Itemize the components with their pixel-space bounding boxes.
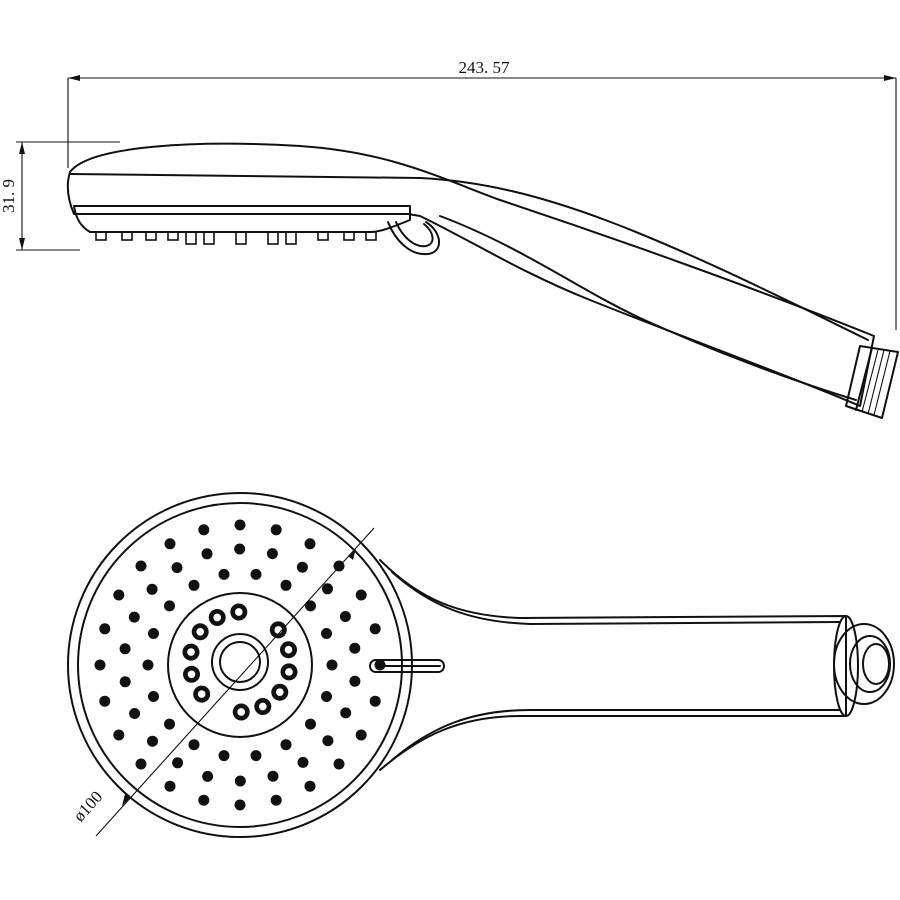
nozzle-dot [164,538,176,550]
nozzle-dot [280,579,292,591]
nozzle-dot [164,780,176,792]
face-center-ring [167,592,313,738]
nozzle-dot [250,750,262,762]
nozzle-dot [340,707,352,719]
nozzle-dot [148,628,159,639]
nozzle-dot [369,695,381,707]
nozzle-dot [119,676,131,688]
nozzle-dot [135,758,147,770]
nozzle-dot [296,561,308,573]
nozzle-dot [349,675,361,687]
side-body-underside [439,215,857,401]
side-nozzles [95,231,377,245]
nozzle-dot-center [196,627,205,636]
side-selector-lever [387,221,440,256]
nozzle-dot [355,589,367,601]
nozzle-dot [172,757,184,769]
nozzle-dot [355,729,367,741]
nozzle-dot [147,735,158,747]
nozzle-dot [94,659,106,671]
nozzle-dot [164,600,175,612]
face-thread-connector [833,615,895,717]
nozzle-dot-center [187,648,195,656]
nozzle-dot [99,623,111,635]
nozzle-dot [305,718,316,730]
nozzle-dot [129,708,141,719]
nozzle-dot [267,770,279,782]
nozzle-dot [266,548,278,560]
nozzle-dot [99,695,111,707]
side-view: 243. 57 31. 9 [0,58,899,419]
nozzle-dot-center [284,645,293,654]
height-dimension-label: 31. 9 [0,179,18,213]
nozzle-dot [142,659,154,671]
nozzle-dot [135,560,147,572]
nozzle-dot-center [274,626,283,634]
nozzle-dot [218,568,230,580]
face-nozzles [94,519,386,811]
nozzle-dot-center [187,670,196,679]
nozzle-dot [339,611,351,622]
length-dimension-label: 243. 57 [459,58,511,77]
nozzle-dot [280,739,292,751]
nozzle-dot [322,583,333,595]
side-body-seam [69,173,869,341]
side-body-outline [66,142,875,407]
nozzle-dot-center [258,702,267,711]
nozzle-dot [349,642,361,654]
nozzle-dot [369,623,381,635]
nozzle-dot-center [237,708,246,716]
nozzle-dot [218,750,230,762]
nozzle-dot-center [197,690,206,698]
nozzle-dot [305,600,316,612]
nozzle-dot [321,628,332,639]
nozzle-dot [113,589,125,601]
nozzle-dot [234,519,246,531]
nozzle-dot [234,799,246,811]
nozzle-dot [201,548,213,560]
diameter-dimension-label: ø100 [69,787,106,825]
nozzle-dot [188,579,200,591]
nozzle-dot [146,583,158,595]
face-inner-rim [77,502,403,828]
nozzle-dot [188,739,200,751]
nozzle-dot [198,524,210,536]
nozzle-dot [297,756,309,768]
nozzle-dot [270,524,282,536]
nozzle-dot [234,543,246,555]
nozzle-dot-center [213,613,222,622]
nozzle-dot [164,718,175,730]
nozzle-dot [322,735,334,747]
length-dimension: 243. 57 [67,58,897,330]
nozzle-dot-center [234,608,243,616]
nozzle-dot [198,794,210,806]
nozzle-dot-center [285,668,293,676]
nozzle-dot [321,691,332,702]
face-view: ø100 [67,492,895,838]
nozzle-dot [234,775,246,787]
face-handle-outline [379,559,847,771]
side-thread-connector [845,345,899,419]
face-center-hub [211,633,269,691]
nozzle-dot [171,562,183,574]
face-outer-rim [67,492,413,838]
nozzle-dot [374,659,386,671]
nozzle-dot [333,758,345,770]
nozzle-dot [270,794,282,806]
nozzle-dot [128,611,140,623]
nozzle-dot [202,770,214,782]
nozzle-dot [304,780,316,792]
side-face-plate [73,205,411,233]
nozzle-dot [250,568,262,580]
nozzle-dot [119,643,131,655]
nozzle-dot-center [275,688,284,697]
nozzle-dot [148,691,159,702]
nozzle-dot [326,659,338,671]
height-dimension: 31. 9 [0,141,120,251]
face-selector-slot [369,659,445,673]
nozzle-dot [304,538,316,550]
nozzle-dot [113,729,125,741]
